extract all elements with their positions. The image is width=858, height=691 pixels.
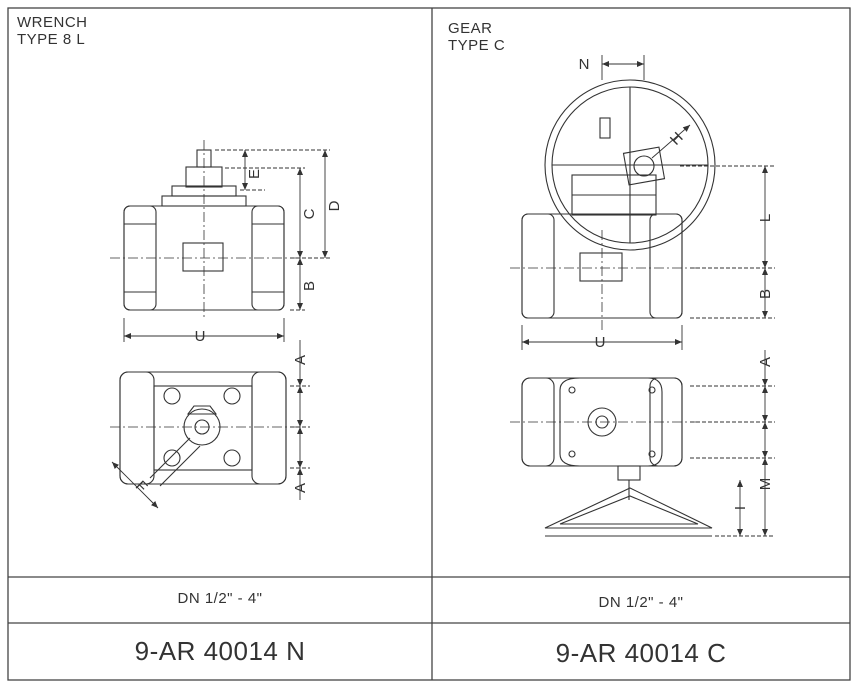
dim-label-b-gear: B — [757, 289, 774, 299]
gear-title-line1: GEAR — [448, 20, 493, 37]
wrench-top-view — [110, 371, 300, 487]
wrench-title-line2: TYPE 8 L — [17, 31, 86, 48]
gear-code: 9-AR 40014 C — [555, 638, 727, 668]
wrench-code: 9-AR 40014 N — [134, 636, 306, 666]
dim-label-a-bottom: A — [292, 483, 309, 493]
gear-title: GEAR TYPE C — [448, 20, 505, 54]
gear-side-dim-labels: N H L B U — [579, 56, 774, 351]
dim-label-u-gear: U — [595, 334, 606, 351]
dim-label-l: L — [757, 214, 774, 222]
dim-label-a-gear: A — [757, 357, 774, 367]
dim-label-n: N — [579, 56, 590, 73]
dim-label-u: U — [195, 328, 206, 345]
gear-top-dimensions — [690, 350, 775, 537]
dim-label-i: I — [732, 506, 749, 510]
wrench-side-dimensions — [123, 149, 330, 342]
wrench-side-dim-labels: E C D B U — [195, 169, 343, 345]
dim-label-d: D — [326, 200, 343, 211]
table-frame — [7, 7, 851, 681]
wrench-side-view — [110, 140, 300, 318]
dim-label-e: E — [246, 169, 263, 179]
gear-side-view — [510, 79, 716, 330]
dim-label-b: B — [301, 281, 318, 291]
dim-label-m: M — [757, 478, 774, 491]
gear-side-dimensions — [521, 55, 775, 350]
gear-top-dim-labels: A M I — [732, 357, 774, 510]
wrench-top-dimensions — [111, 340, 310, 509]
wrench-title: WRENCH TYPE 8 L — [17, 14, 88, 48]
gear-size-range: DN 1/2" - 4" — [598, 594, 684, 611]
dim-label-a-top: A — [292, 355, 309, 365]
dim-label-h: H — [667, 129, 687, 149]
wrench-title-line1: WRENCH — [17, 14, 88, 31]
gear-title-line2: TYPE C — [448, 37, 506, 54]
gear-top-view — [510, 377, 713, 537]
dim-label-c: C — [301, 208, 318, 219]
dim-label-f: F — [132, 478, 151, 497]
wrench-size-range: DN 1/2" - 4" — [177, 590, 263, 607]
